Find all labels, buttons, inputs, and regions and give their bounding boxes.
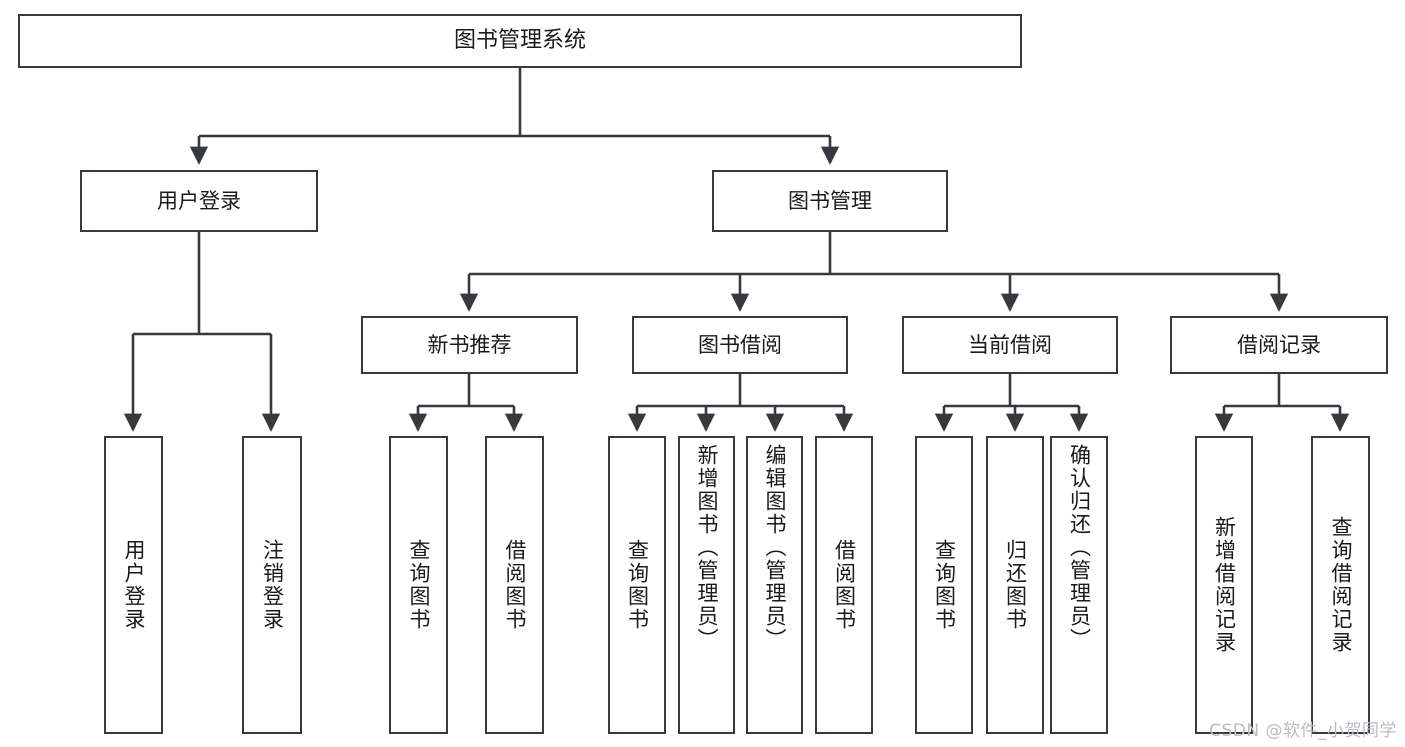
node-label: 归还图书 — [1003, 539, 1028, 631]
node-new-book-recommend[interactable]: 新书推荐 — [361, 316, 578, 374]
node-label: 新增图书（管理员） — [695, 444, 719, 651]
node-leaf-add-book[interactable]: 新增图书（管理员） — [678, 436, 735, 734]
node-label: 编辑图书（管理员） — [763, 444, 787, 651]
node-label: 借阅记录 — [1237, 332, 1321, 357]
node-leaf-logout-login[interactable]: 注销登录 — [242, 436, 302, 734]
node-label: 用户登录 — [122, 539, 146, 631]
node-label: 注销登录 — [260, 539, 285, 631]
node-user-login[interactable]: 用户登录 — [80, 170, 318, 232]
node-label: 查询图书 — [407, 539, 431, 631]
node-leaf-query-book-2[interactable]: 查询图书 — [608, 436, 666, 734]
node-label: 确认归还（管理员） — [1067, 444, 1092, 651]
node-leaf-borrow-book-1[interactable]: 借阅图书 — [485, 436, 544, 734]
node-label: 图书管理系统 — [453, 28, 586, 54]
node-label: 图书管理 — [788, 188, 872, 213]
node-label: 图书借阅 — [698, 332, 782, 357]
node-leaf-borrow-book-2[interactable]: 借阅图书 — [815, 436, 873, 734]
node-leaf-return-book[interactable]: 归还图书 — [986, 436, 1044, 734]
node-leaf-query-book-3[interactable]: 查询图书 — [915, 436, 973, 734]
node-label: 用户登录 — [157, 188, 241, 213]
node-leaf-confirm-return[interactable]: 确认归还（管理员） — [1050, 436, 1108, 734]
node-leaf-query-borrow-record[interactable]: 查询借阅记录 — [1311, 436, 1370, 734]
node-label: 查询图书 — [625, 539, 650, 631]
node-book-management[interactable]: 图书管理 — [712, 170, 948, 232]
node-label: 新增借阅记录 — [1212, 516, 1237, 654]
watermark-text: CSDN @软件_小贺同学 — [1209, 721, 1397, 741]
node-label: 借阅图书 — [503, 539, 527, 631]
node-leaf-add-borrow-record[interactable]: 新增借阅记录 — [1195, 436, 1253, 734]
node-book-borrow[interactable]: 图书借阅 — [632, 316, 848, 374]
node-label: 当前借阅 — [968, 332, 1052, 357]
node-leaf-query-book-1[interactable]: 查询图书 — [389, 436, 448, 734]
node-label: 查询借阅记录 — [1329, 516, 1353, 654]
node-book-management-system[interactable]: 图书管理系统 — [18, 14, 1022, 68]
node-label: 借阅图书 — [832, 539, 857, 631]
node-current-borrow[interactable]: 当前借阅 — [902, 316, 1118, 374]
node-leaf-edit-book[interactable]: 编辑图书（管理员） — [746, 436, 803, 734]
node-label: 新书推荐 — [427, 332, 512, 357]
node-borrow-record[interactable]: 借阅记录 — [1170, 316, 1388, 374]
node-label: 查询图书 — [932, 539, 957, 631]
node-leaf-user-login[interactable]: 用户登录 — [104, 436, 163, 734]
